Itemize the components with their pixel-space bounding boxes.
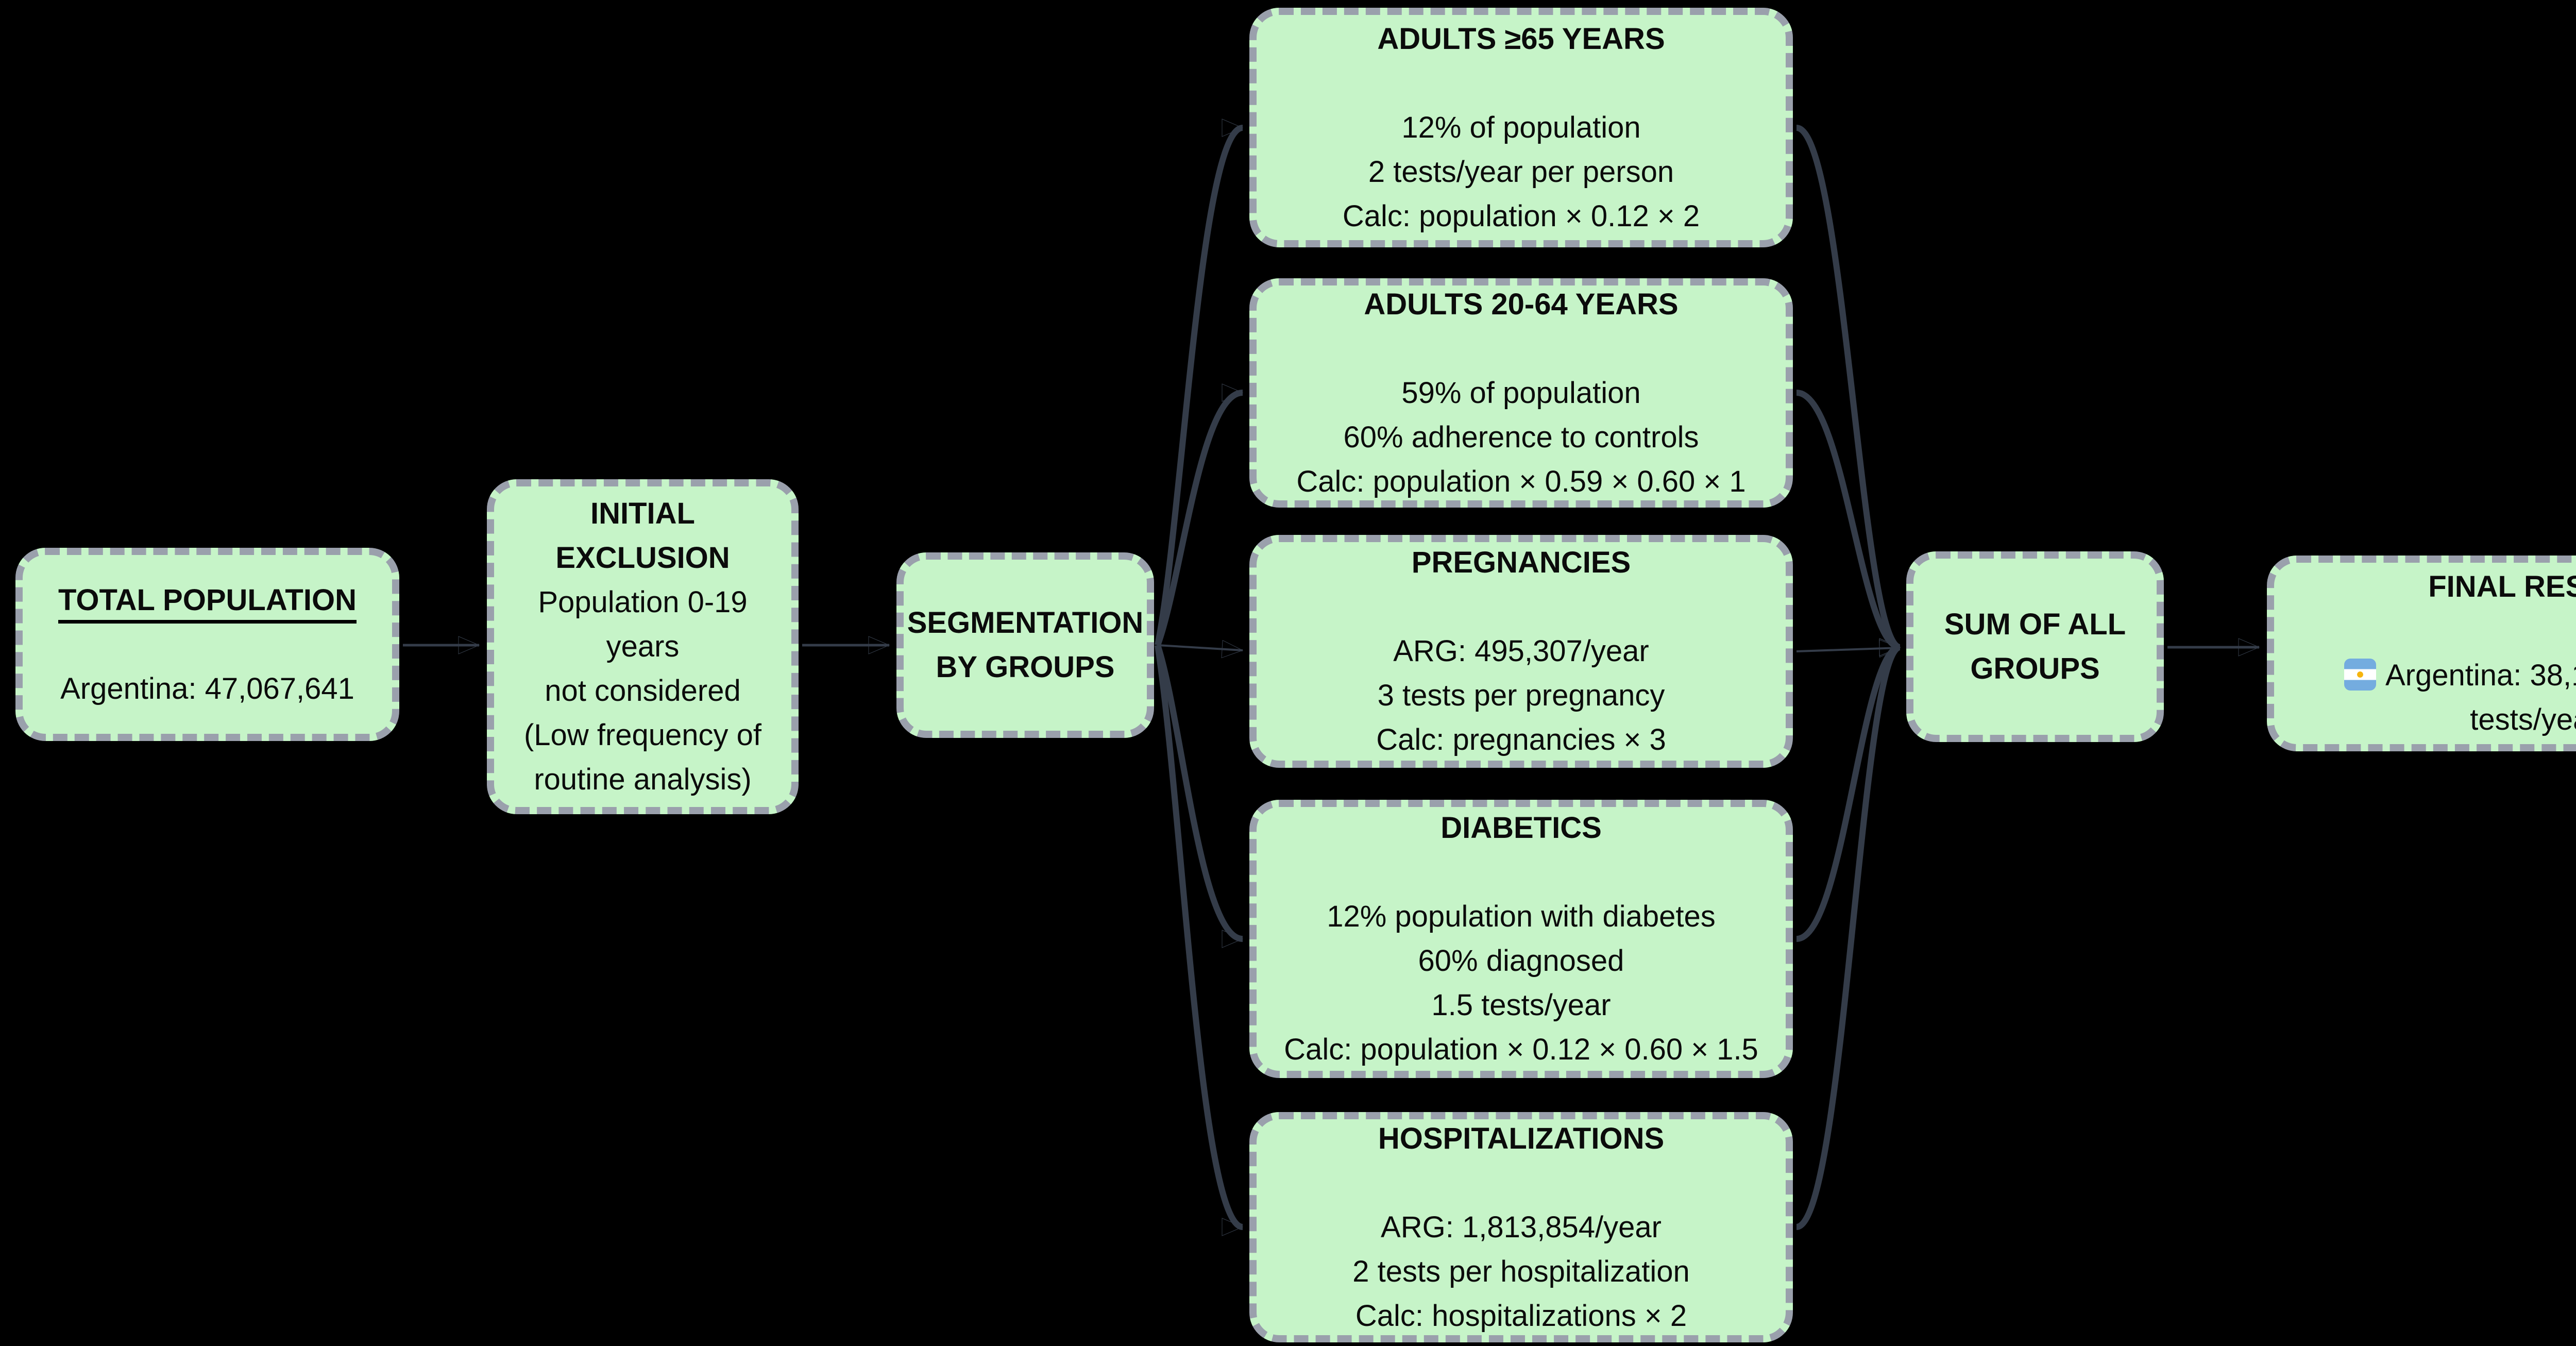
arrow-segmentation-to-diabetics xyxy=(1155,644,1244,948)
final-result-text: Argentina: 38,155,113 lab tests/year xyxy=(2385,659,2576,736)
node-title: ADULTS ≥65 YEARS xyxy=(1377,22,1665,56)
node-adults-65-years: ADULTS ≥65 YEARS 12% of population 2 tes… xyxy=(1249,8,1793,247)
arrow-segmentation-to-adults65 xyxy=(1155,119,1244,646)
argentina-flag-icon xyxy=(2344,659,2376,691)
arrow-diabetics-to-sum xyxy=(1795,638,1901,942)
node-line: not considered xyxy=(545,674,741,708)
arrow-adults65-to-sum xyxy=(1795,125,1901,657)
node-line: 3 tests per pregnancy xyxy=(1377,679,1665,712)
node-line: 2 tests/year per person xyxy=(1368,155,1674,189)
node-adults-20-64-years: ADULTS 20-64 YEARS 59% of population 60%… xyxy=(1249,278,1793,508)
node-title: PREGNANCIES xyxy=(1411,546,1631,579)
node-segmentation-by-groups: SEGMENTATION BY GROUPS xyxy=(896,552,1154,738)
node-line: Population 0-19 years xyxy=(538,585,748,663)
node-line: Calc: population × 0.12 × 0.60 × 1.5 xyxy=(1284,1033,1758,1066)
node-line: Calc: population × 0.59 × 0.60 × 1 xyxy=(1296,464,1746,498)
node-title: HOSPITALIZATIONS xyxy=(1378,1121,1665,1155)
node-line: 60% diagnosed xyxy=(1418,944,1624,978)
node-title: INITIAL EXCLUSION xyxy=(555,497,730,575)
node-initial-exclusion: INITIAL EXCLUSION Population 0-19 years … xyxy=(487,479,799,814)
node-total-population: TOTAL POPULATION Argentina: 47,067,641 xyxy=(15,548,399,741)
node-title: TOTAL POPULATION xyxy=(58,578,357,624)
node-line: 12% population with diabetes xyxy=(1327,900,1716,933)
node-line: Calc: pregnancies × 3 xyxy=(1376,723,1666,756)
node-diabetics: DIABETICS 12% population with diabetes 6… xyxy=(1249,800,1793,1078)
node-line: 12% of population xyxy=(1401,110,1641,144)
node-line: Calc: hospitalizations × 2 xyxy=(1355,1299,1687,1333)
arrow-segmentation-to-adults2064 xyxy=(1155,383,1244,647)
node-line: Calc: population × 0.12 × 2 xyxy=(1342,199,1700,233)
arrow-hospitalizations-to-sum xyxy=(1795,638,1902,1230)
node-title: SEGMENTATION BY GROUPS xyxy=(907,606,1144,684)
node-line: ARG: 495,307/year xyxy=(1393,634,1649,668)
node-line: 1.5 tests/year xyxy=(1431,988,1611,1022)
node-line: ARG: 1,813,854/year xyxy=(1381,1210,1662,1244)
arrow-adults2064-to-sum xyxy=(1796,390,1901,657)
node-title: FINAL RESULT xyxy=(2428,570,2576,603)
node-title: ADULTS 20-64 YEARS xyxy=(1364,287,1679,321)
node-hospitalizations: HOSPITALIZATIONS ARG: 1,813,854/year 2 t… xyxy=(1249,1112,1793,1342)
arrow-segmentation-to-hospitalizations xyxy=(1155,645,1244,1236)
node-line: 59% of population xyxy=(1401,376,1641,410)
node-sum-of-all-groups: SUM OF ALL GROUPS xyxy=(1906,551,2164,742)
node-line: 2 tests per hospitalization xyxy=(1352,1254,1690,1288)
node-title: SUM OF ALL GROUPS xyxy=(1944,608,2126,685)
node-line: (Low frequency of routine analysis) xyxy=(523,718,762,796)
node-line: Argentina: 47,067,641 xyxy=(60,671,354,705)
node-line: Argentina: 38,155,113 lab tests/year xyxy=(2285,653,2576,742)
node-title: DIABETICS xyxy=(1440,811,1602,845)
node-final-result: FINAL RESULT Argentina: 38,155,113 lab t… xyxy=(2267,556,2576,751)
node-line: 60% adherence to controls xyxy=(1343,420,1699,454)
node-pregnancies: PREGNANCIES ARG: 495,307/year 3 tests pe… xyxy=(1249,535,1793,768)
arrow-segmentation-to-pregnancies xyxy=(1157,640,1244,659)
arrow-pregnancies-to-sum xyxy=(1796,639,1901,658)
